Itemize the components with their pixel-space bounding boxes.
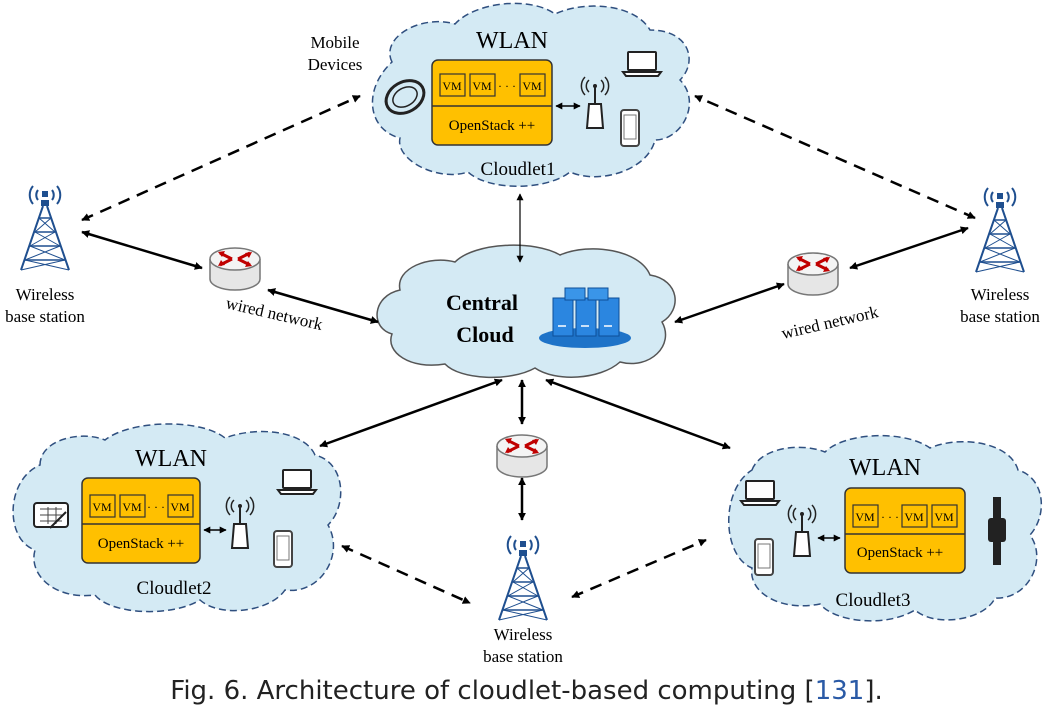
server-cluster-icon [539,287,631,348]
vm-label: VM [934,510,954,524]
central-cloud-shape [376,244,676,379]
wireless-left-station-cloudlet1 [81,94,361,222]
cloudlet2-label: Cloudlet2 [137,578,212,599]
vm-label: VM [522,79,542,93]
wireless-connections [81,94,976,605]
vm-box [439,73,466,97]
vm-dots: · · · [881,510,899,524]
laptop-icon [277,469,317,495]
link-left-station-router [81,230,203,270]
openstack-box-cloudlet3: VM · · · VM VM OpenStack ++ [844,487,966,574]
phone-icon [273,530,293,568]
tablet-icon [33,502,69,529]
wired-network-right-label: wired network [780,302,881,343]
vm-box [119,494,146,518]
router-left-icon [208,246,262,292]
vm-box [931,504,958,528]
base-station-right-label-line2: base station [960,307,1040,326]
wired-network-left-label: wired network [224,293,325,334]
phone-icon [620,109,640,147]
laptop-icon [740,480,780,506]
cloudlet2-wlan-label: WLAN [135,446,207,472]
caption-suffix: ]. [864,676,883,706]
openstack-label: OpenStack ++ [449,118,535,134]
cloudlet3-wlan-label: WLAN [849,455,921,481]
vm-box [901,504,928,528]
router-bottom-icon [495,433,549,479]
link-right-station-router [849,226,969,270]
wireless-bottom-station-cloudlet3 [571,538,707,599]
openstack-box-cloudlet1: VM VM · · · VM OpenStack ++ [431,59,553,146]
openstack-label: OpenStack ++ [857,545,943,561]
central-cloud-label-line2: Cloud [456,322,513,347]
openstack-label: OpenStack ++ [98,536,184,552]
base-station-left-label-line1: Wireless [16,285,75,304]
vm-label: VM [122,500,142,514]
base-station-right-icon [975,187,1025,273]
base-station-bottom-label-line2: base station [483,647,563,666]
vm-label: VM [472,79,492,93]
cloudlet3-label: Cloudlet3 [836,590,911,611]
link-right-router-central [674,282,785,324]
base-station-left-icon [20,185,70,271]
vm-dots: · · · [498,79,516,93]
wireless-right-station-cloudlet1 [694,94,976,220]
central-cloud-label-line1: Central [446,290,518,315]
wireless-cloudlet2-bottom-station [341,544,471,605]
openstack-box-cloudlet2: VM VM · · · VM OpenStack ++ [81,477,201,564]
laptop-icon [622,51,662,77]
vm-box [167,494,194,518]
vm-label: VM [855,510,875,524]
vm-box [852,504,879,528]
vm-box [519,73,546,97]
cloudlet1-label: Cloudlet1 [481,159,556,180]
vm-dots: · · · [147,500,165,514]
vm-label: VM [904,510,924,524]
router-right-icon [786,251,840,297]
vm-label: VM [170,500,190,514]
vm-box [469,73,496,97]
vm-label: VM [442,79,462,93]
vm-box [89,494,116,518]
base-station-bottom-icon [498,535,548,621]
citation-link[interactable]: 131 [814,676,865,706]
base-station-right-label-line1: Wireless [971,285,1030,304]
base-station-bottom-label-line1: Wireless [494,625,553,644]
base-station-left-label-line2: base station [5,307,85,326]
phone-icon [754,538,774,576]
figure-caption: Fig. 6. Architecture of cloudlet-based c… [0,676,1053,706]
cloudlet1-wlan-label: WLAN [476,28,548,54]
smartwatch-ring-icon [384,79,426,115]
solid-connections [81,226,969,521]
link-left-router-central [267,288,379,324]
link-central-cloudlet3 [545,378,731,450]
link-central-cloudlet2 [319,378,503,448]
mobile-devices-label-line2: Devices [308,55,363,74]
mobile-devices-label-line1: Mobile [310,33,359,52]
caption-text: Fig. 6. Architecture of cloudlet-based c… [170,676,815,706]
smartwatch-icon [988,497,1006,565]
vm-label: VM [92,500,112,514]
